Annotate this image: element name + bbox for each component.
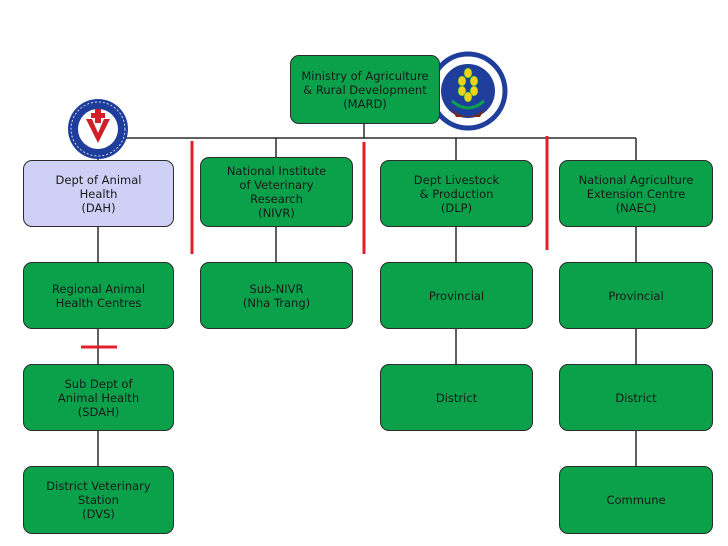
naec-box: National Agriculture Extension Centre (N…	[559, 160, 713, 227]
sdah-box: Sub Dept of Animal Health (SDAH)	[23, 364, 174, 431]
dah-box: Dept of Animal Health (DAH)	[23, 160, 174, 227]
mard-box: Ministry of Agriculture & Rural Developm…	[290, 55, 440, 124]
dah-seal-logo	[66, 97, 130, 161]
dlp-box: Dept Livestock & Production (DLP)	[380, 160, 533, 227]
dlp-provincial-box: Provincial	[380, 262, 533, 329]
dvs-box: District Veterinary Station (DVS)	[23, 466, 174, 534]
dlp-district-box: District	[380, 364, 533, 431]
naec-district-box: District	[559, 364, 713, 431]
naec-provincial-box: Provincial	[559, 262, 713, 329]
commune-box: Commune	[559, 466, 713, 534]
nivr-box: National Institute of Veterinary Researc…	[200, 157, 353, 227]
rahc-box: Regional Animal Health Centres	[23, 262, 174, 329]
sub-nivr-box: Sub-NIVR (Nha Trang)	[200, 262, 353, 329]
mard-seal-logo	[428, 51, 508, 131]
